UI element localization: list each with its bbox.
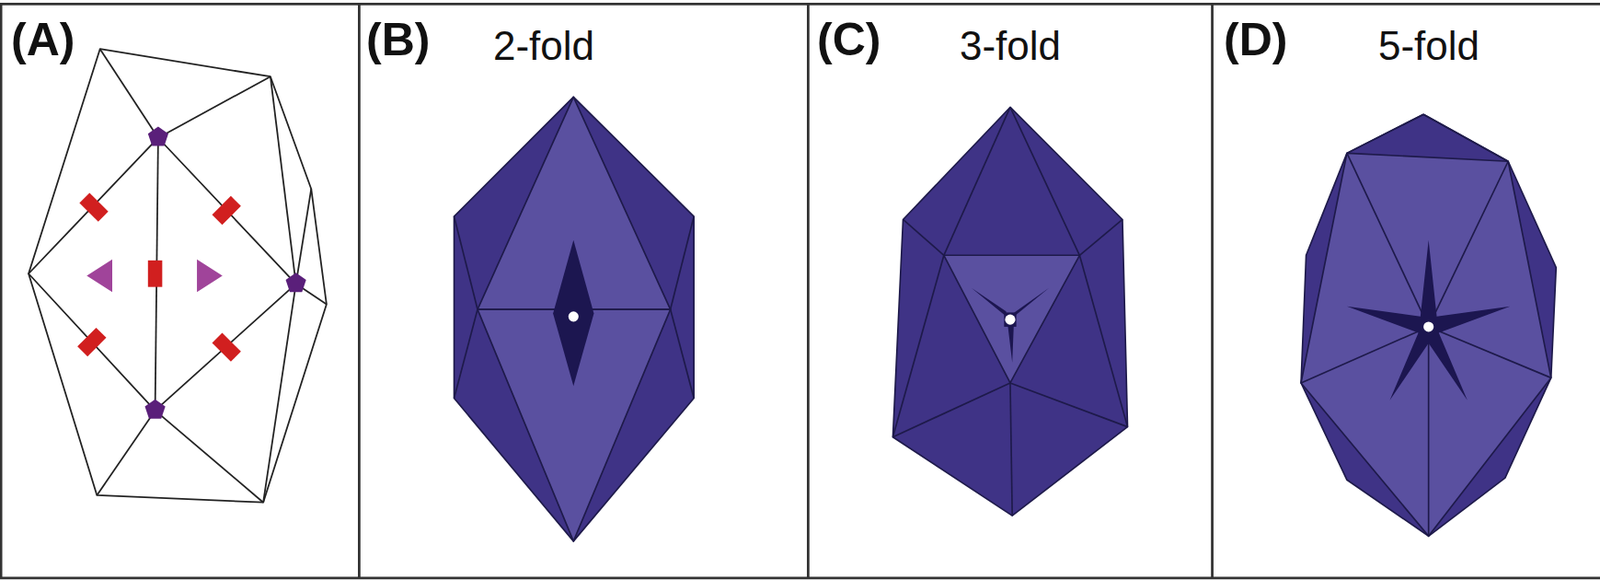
panel-letter: (A) — [11, 16, 75, 63]
threefold-view — [892, 106, 1128, 516]
fivefold-symbols — [144, 126, 306, 419]
panel-letter: (C) — [817, 16, 881, 63]
twofold-view — [454, 96, 695, 541]
fivefold-view — [1300, 114, 1556, 536]
panel-letter: (D) — [1223, 16, 1288, 63]
view-title: 2-fold — [493, 25, 595, 67]
panel-letter: (B) — [366, 16, 430, 63]
view-title: 3-fold — [959, 25, 1061, 67]
threefold-symbols — [86, 259, 223, 292]
view-title: 5-fold — [1378, 25, 1480, 67]
twofold-symbols — [77, 192, 242, 361]
panel-frame — [0, 3, 1600, 577]
wireframe-icosahedron — [28, 48, 327, 502]
